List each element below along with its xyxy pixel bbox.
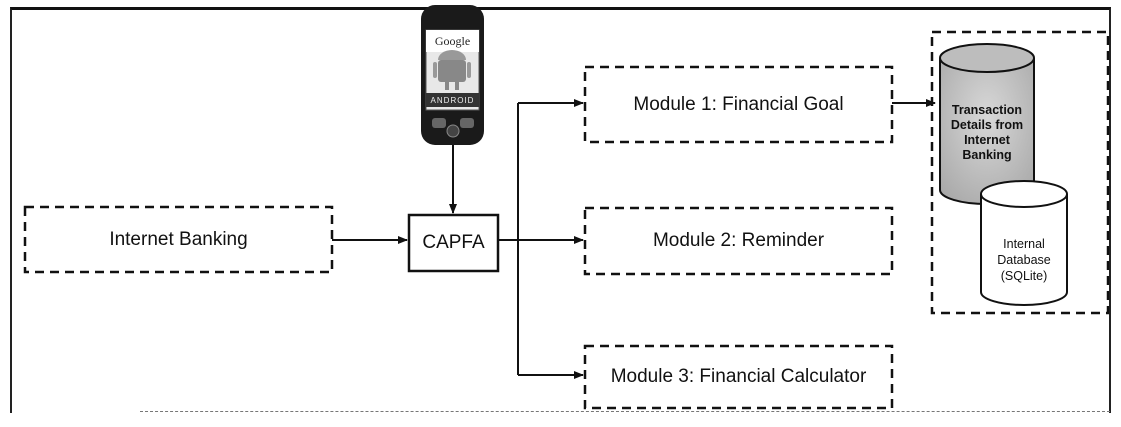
phone-brand-label: Google: [426, 33, 479, 49]
android-phone-icon: [421, 5, 484, 145]
module1-label: Module 1: Financial Goal: [585, 67, 892, 142]
capfa-label: CAPFA: [409, 215, 498, 271]
module2-label: Module 2: Reminder: [585, 208, 892, 274]
module3-label: Module 3: Financial Calculator: [585, 346, 892, 408]
internet-banking-label: Internet Banking: [25, 207, 332, 272]
internal-db-label: Internal Database (SQLite): [990, 235, 1058, 285]
transaction-db-label: Transaction Details from Internet Bankin…: [944, 108, 1030, 158]
phone-os-label: ANDROID: [426, 93, 479, 107]
